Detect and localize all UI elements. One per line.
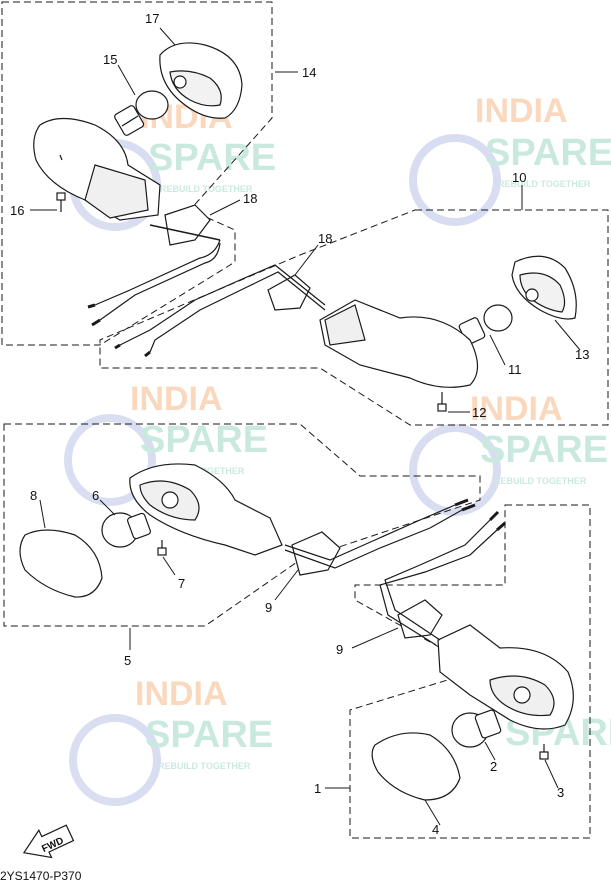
- callout-11: 11: [508, 362, 522, 377]
- callout-14: 14: [302, 65, 316, 80]
- watermark-upper-left: INDIA SPARE REBUILD TOGETHER: [69, 98, 276, 231]
- part-12-screw: [437, 392, 447, 412]
- callout-2: 2: [490, 759, 497, 774]
- part-9-grommet-left: [291, 531, 341, 576]
- part-14-housing: [33, 117, 161, 221]
- watermark-line2: SPARE: [148, 137, 276, 179]
- wiring-1: [379, 510, 506, 646]
- callout-16: 16: [10, 203, 24, 218]
- watermark-line2: SPARE: [140, 419, 268, 461]
- watermark-tagline: REBUILD TOGETHER: [494, 476, 587, 486]
- watermark-tagline: REBUILD TOGETHER: [160, 184, 253, 194]
- part-13-lens: [511, 255, 577, 320]
- watermark-line1: INDIA: [135, 675, 228, 713]
- part-6-bulb: [101, 512, 151, 548]
- assembly-14: [33, 42, 243, 327]
- callout-6: 6: [92, 488, 99, 503]
- part-9-grommet-right: [397, 599, 443, 639]
- part-8-lens: [19, 529, 103, 598]
- group-outline-1: [349, 504, 591, 839]
- callout-5: 5: [124, 653, 131, 668]
- watermark-line2: SPARE: [145, 714, 273, 756]
- assembly-1: [371, 510, 574, 801]
- watermark-tagline: REBUILD TOGETHER: [158, 761, 251, 771]
- watermark-tagline: REBUILD TOGETHER: [498, 179, 591, 189]
- part-3-screw: [539, 744, 549, 760]
- callout-8: 8: [30, 488, 37, 503]
- callout-15: 15: [103, 52, 117, 67]
- callouts: 17 15 14 16 18 18 10 13 11 12 8 6 7 5 9 …: [10, 11, 589, 837]
- callout-7: 7: [178, 576, 185, 591]
- callout-10: 10: [512, 170, 526, 185]
- callout-9-left: 9: [265, 600, 272, 615]
- wiring-14: [87, 239, 221, 327]
- part-2-bulb: [451, 709, 502, 748]
- group-outline-5: [3, 423, 481, 627]
- part-4-lens: [371, 732, 461, 801]
- part-15-bulb: [114, 90, 169, 136]
- watermark-middle-right: INDIA SPARE REBUILD TOGETHER: [409, 390, 608, 516]
- assembly-10: [114, 255, 577, 412]
- fwd-arrow-icon: FWD: [22, 824, 75, 859]
- leader-lines: [30, 27, 581, 826]
- watermark-line1: INDIA: [130, 380, 223, 418]
- part-16-screw: [56, 192, 66, 212]
- watermark-line2: SPARE: [480, 429, 608, 471]
- watermark-wrench-icon: [409, 134, 501, 226]
- watermark-upper-right: INDIA SPARE REBUILD TOGETHER: [409, 92, 611, 226]
- wiring-10: [114, 264, 326, 358]
- callout-18-right: 18: [318, 231, 332, 246]
- wiring-5: [284, 498, 476, 569]
- watermark-lower-left: INDIA SPARE REBUILD TOGETHER: [69, 675, 273, 806]
- callout-17: 17: [145, 11, 159, 26]
- part-10-housing: [319, 299, 479, 388]
- watermark-line2: SPARE: [485, 132, 611, 174]
- callout-4: 4: [432, 822, 439, 837]
- part-5-housing: [129, 463, 283, 556]
- group-outline-14: [1, 1, 273, 346]
- callout-1: 1: [314, 781, 321, 796]
- watermark-wrench-icon: [64, 414, 156, 506]
- callout-3: 3: [557, 785, 564, 800]
- callout-13: 13: [575, 347, 589, 362]
- watermark-wrench-icon: [69, 714, 161, 806]
- assembly-5: [19, 463, 476, 598]
- part-7-screw: [157, 540, 167, 556]
- callout-12: 12: [472, 405, 486, 420]
- reference-code: 2YS1470-P370: [0, 869, 82, 883]
- callout-9-right: 9: [336, 642, 343, 657]
- part-17-lens: [159, 42, 243, 119]
- part-1-housing: [437, 624, 574, 730]
- watermark-wrench-icon: [409, 424, 501, 516]
- watermark-line1: INDIA: [470, 390, 563, 428]
- part-18-grommet-upper: [149, 204, 221, 246]
- watermark-line1: INDIA: [475, 92, 568, 130]
- callout-18-upper: 18: [243, 191, 257, 206]
